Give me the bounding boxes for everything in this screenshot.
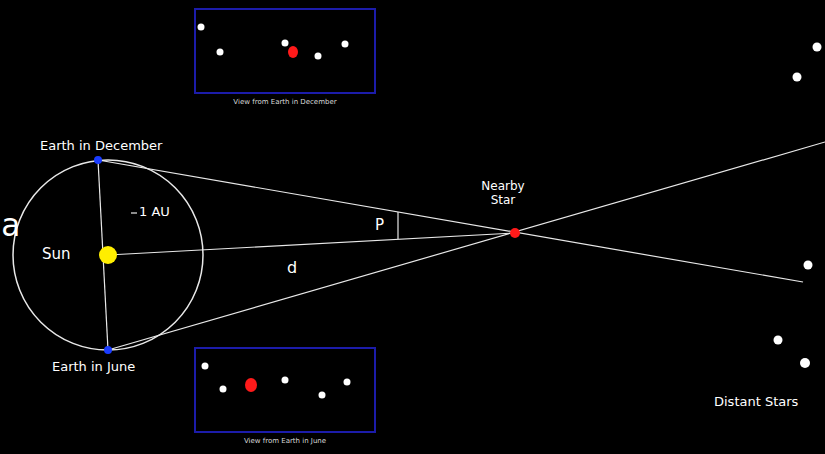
view-caption: View from Earth in December (196, 98, 374, 106)
sightline-june (108, 142, 825, 350)
distant-stars (774, 43, 822, 369)
parallax-angle-mark (397, 212, 398, 239)
earth-label: Earth in June (52, 360, 135, 375)
earth-orbit (13, 160, 203, 350)
view-stars-december (198, 24, 349, 60)
earth-label: Earth in December (40, 139, 162, 154)
au-tick (131, 212, 137, 213)
distance-symbol: d (287, 259, 297, 277)
earth-december-dot (94, 156, 102, 164)
view-caption: View from Earth in June (196, 437, 374, 445)
earth-june-dot (104, 346, 112, 354)
distance-line (108, 233, 515, 255)
view-box: View from Earth in December (194, 8, 376, 94)
star-label: Nearby Star (478, 180, 528, 208)
sightline-december (98, 160, 803, 282)
sun-label: Sun (42, 246, 71, 263)
view-red-star-june (245, 378, 257, 392)
view-stars-june (202, 363, 351, 399)
cut-letter: a (1, 207, 20, 244)
distance-label: 1 AU (139, 205, 170, 220)
angle-label: P (375, 217, 384, 234)
nearby-star-dot (510, 228, 520, 238)
view-box: View from Earth in June (194, 347, 376, 433)
view-red-star-december (288, 46, 298, 58)
stars-label: Distant Stars (714, 395, 798, 410)
sun-dot (99, 246, 117, 264)
